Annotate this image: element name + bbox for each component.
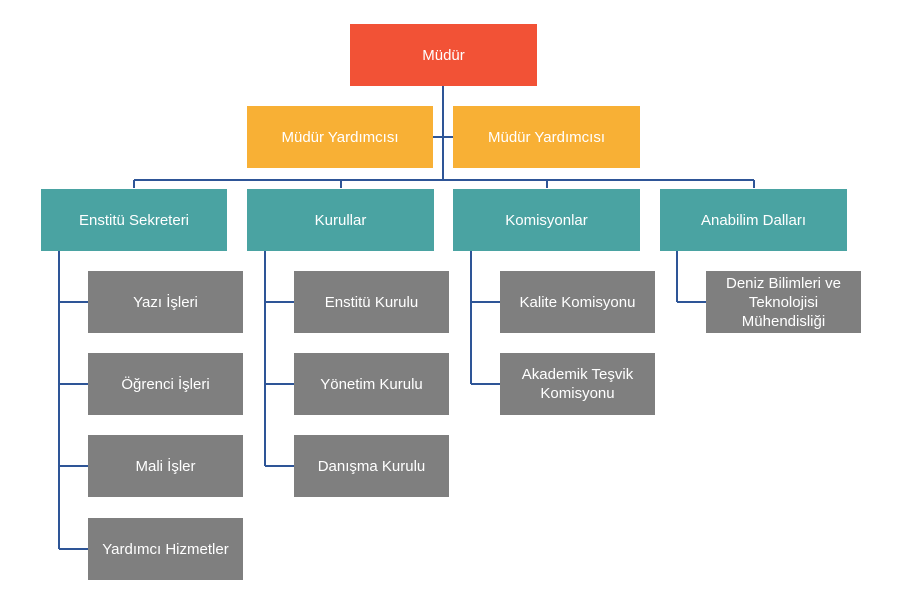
deputy-box-2: Müdür Yardımcısı <box>453 106 640 168</box>
unit-label-line: Komisyonu <box>540 385 615 402</box>
unit-label: Danışma Kurulu <box>317 457 426 475</box>
unit-label-line: Teknolojisi <box>748 293 819 311</box>
unit-box: Yardımcı Hizmetler <box>88 518 243 580</box>
unit-box: Öğrenci İşleri <box>88 353 243 415</box>
unit-box: Deniz Bilimleri ve Teknolojisi Mühendisl… <box>706 271 861 333</box>
unit-label: Kalite Komisyonu <box>519 293 636 311</box>
unit-box: Akademik Teşvik Komisyonu <box>500 353 655 415</box>
unit-box: Yazı İşleri <box>88 271 243 333</box>
unit-label-line: Deniz Bilimleri ve <box>725 274 842 292</box>
unit-box: Enstitü Kurulu <box>294 271 449 333</box>
unit-label-line: Akademik Teşvik <box>521 366 634 383</box>
deputy-label: Müdür Yardımcısı <box>281 128 399 146</box>
unit-box: Danışma Kurulu <box>294 435 449 497</box>
unit-label: Mali İşler <box>135 457 196 475</box>
deputy-label: Müdür Yardımcısı <box>488 128 605 146</box>
unit-label: Yardımcı Hizmetler <box>102 540 229 558</box>
department-label: Kurullar <box>314 211 367 229</box>
unit-label: Enstitü Kurulu <box>324 293 419 311</box>
department-box-2: Kurullar <box>247 189 434 251</box>
unit-label: Yazı İşleri <box>133 293 198 311</box>
department-label: Anabilim Dalları <box>700 211 807 229</box>
unit-box: Yönetim Kurulu <box>294 353 449 415</box>
deputy-box-1: Müdür Yardımcısı <box>247 106 433 168</box>
department-box-3: Komisyonlar <box>453 189 640 251</box>
department-box-1: Enstitü Sekreteri <box>41 189 227 251</box>
department-label: Komisyonlar <box>505 211 588 229</box>
unit-label-line: Mühendisliği <box>741 312 826 330</box>
director-label: Müdür <box>422 46 465 64</box>
department-label: Enstitü Sekreteri <box>78 211 190 229</box>
unit-label: Yönetim Kurulu <box>320 375 423 393</box>
unit-box: Kalite Komisyonu <box>500 271 655 333</box>
unit-box: Mali İşler <box>88 435 243 497</box>
unit-label: Öğrenci İşleri <box>121 375 210 393</box>
department-box-4: Anabilim Dalları <box>660 189 847 251</box>
director-box: Müdür <box>350 24 537 86</box>
